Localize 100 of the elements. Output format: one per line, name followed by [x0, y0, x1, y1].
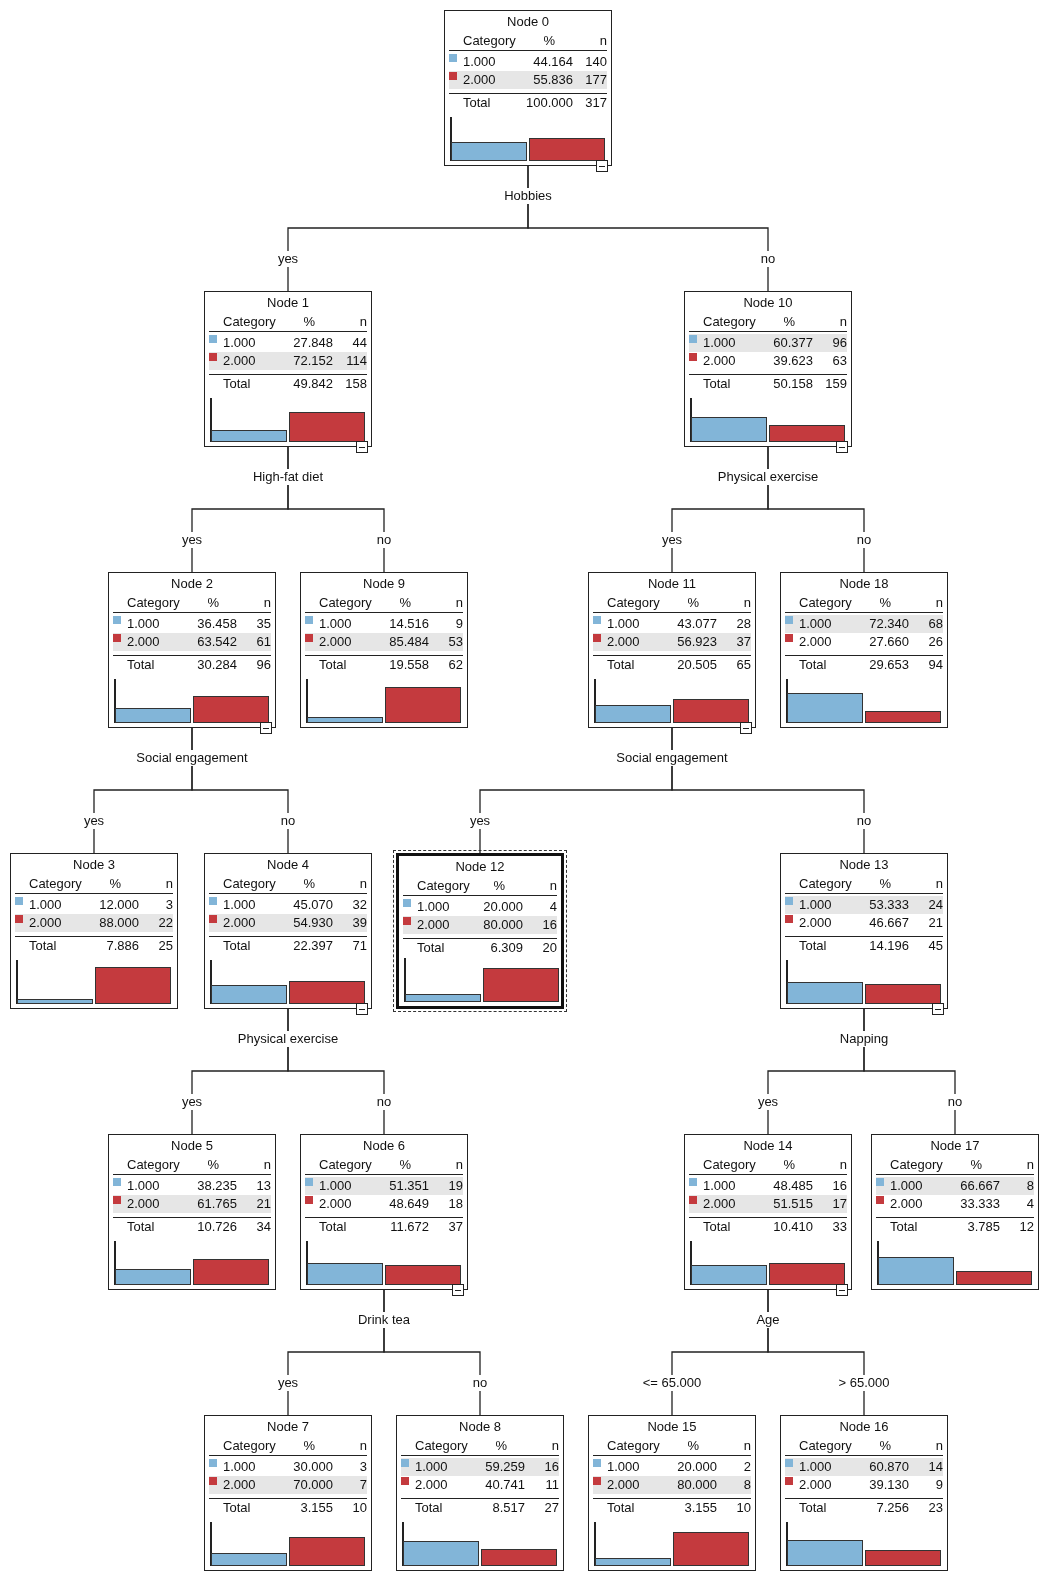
tree-node-box — [10, 853, 178, 1009]
split-variable-label: Social engagement — [614, 750, 730, 766]
percent-value: 80.000 — [677, 1477, 717, 1493]
category-label: 1.000 — [799, 897, 832, 913]
count-value: 68 — [928, 616, 943, 632]
category-label: 1.000 — [415, 1459, 448, 1475]
column-header: n — [359, 1438, 367, 1454]
total-label: Total — [890, 1219, 918, 1235]
total-label: Total — [607, 657, 635, 673]
column-header: n — [743, 1438, 751, 1454]
column-header: % — [687, 1438, 699, 1454]
tree-node-box — [684, 1134, 852, 1290]
count-value: 10 — [352, 1500, 367, 1516]
percent-value: 36.458 — [197, 616, 237, 632]
percent-value: 39.623 — [773, 353, 813, 369]
count-value: 17 — [832, 1196, 847, 1212]
tree-node-box — [444, 10, 612, 166]
count-value: 158 — [345, 376, 367, 392]
edge-label: yes — [755, 1094, 781, 1110]
column-header: Category — [223, 314, 276, 330]
category-label: 2.000 — [463, 72, 496, 88]
column-header: n — [839, 314, 847, 330]
category-label: 1.000 — [127, 1178, 160, 1194]
percent-value: 45.070 — [293, 897, 333, 913]
total-label: Total — [223, 376, 251, 392]
percent-value: 3.155 — [300, 1500, 333, 1516]
column-header: Category — [417, 878, 470, 894]
node-title: Node 7 — [267, 1419, 309, 1434]
total-label: Total — [799, 938, 827, 954]
column-header: % — [495, 1438, 507, 1454]
column-header: % — [879, 595, 891, 611]
count-value: 63 — [832, 353, 847, 369]
total-label: Total — [703, 1219, 731, 1235]
tree-node-box — [684, 291, 852, 447]
count-value: 96 — [832, 335, 847, 351]
count-value: 114 — [346, 353, 367, 369]
percent-value: 43.077 — [677, 616, 717, 632]
column-header: Category — [223, 876, 276, 892]
column-header: n — [263, 595, 271, 611]
count-value: 26 — [928, 634, 943, 650]
connector-line — [527, 165, 769, 292]
category-label: 2.000 — [799, 915, 832, 931]
percent-value: 39.130 — [869, 1477, 909, 1493]
node-title: Node 9 — [363, 576, 405, 591]
count-value: 65 — [736, 657, 751, 673]
node-title: Node 4 — [267, 857, 309, 872]
count-value: 23 — [928, 1500, 943, 1516]
category-label: 1.000 — [890, 1178, 923, 1194]
percent-value: 38.235 — [197, 1178, 237, 1194]
tree-node-box — [396, 1415, 564, 1571]
category-label: 2.000 — [127, 634, 160, 650]
total-label: Total — [223, 938, 251, 954]
count-value: 61 — [256, 634, 271, 650]
count-value: 317 — [585, 95, 607, 111]
count-value: 22 — [158, 915, 173, 931]
count-value: 4 — [549, 899, 557, 915]
category-label: 2.000 — [29, 915, 62, 931]
edge-label: yes — [179, 532, 205, 548]
edge-label: yes — [659, 532, 685, 548]
category-label: 2.000 — [607, 1477, 640, 1493]
category-label: 1.000 — [29, 897, 62, 913]
node-title: Node 14 — [743, 1138, 793, 1153]
percent-value: 3.785 — [967, 1219, 1000, 1235]
total-label: Total — [417, 940, 445, 956]
percent-value: 88.000 — [99, 915, 139, 931]
column-header: Category — [223, 1438, 276, 1454]
column-header: % — [783, 1157, 795, 1173]
node-title: Node 5 — [171, 1138, 213, 1153]
count-value: 39 — [352, 915, 367, 931]
percent-value: 53.333 — [869, 897, 909, 913]
column-header: n — [359, 314, 367, 330]
percent-value: 48.485 — [773, 1178, 813, 1194]
tree-node-box — [871, 1134, 1039, 1290]
column-header: % — [109, 876, 121, 892]
column-header: Category — [415, 1438, 468, 1454]
column-header: % — [399, 595, 411, 611]
column-header: Category — [703, 314, 756, 330]
split-variable-label: Hobbies — [502, 188, 554, 204]
edge-label: > 65.000 — [836, 1375, 892, 1391]
count-value: 34 — [256, 1219, 271, 1235]
category-label: 1.000 — [607, 1459, 640, 1475]
connector-line — [191, 727, 289, 854]
percent-value: 29.653 — [869, 657, 909, 673]
total-label: Total — [319, 657, 347, 673]
edge-label: <= 65.000 — [640, 1375, 704, 1391]
count-value: 9 — [935, 1477, 943, 1493]
tree-node-box — [588, 572, 756, 728]
count-value: 53 — [448, 634, 463, 650]
count-value: 27 — [544, 1500, 559, 1516]
tree-node-box — [108, 1134, 276, 1290]
percent-value: 50.158 — [773, 376, 813, 392]
count-value: 8 — [1026, 1178, 1034, 1194]
edge-label: yes — [467, 813, 493, 829]
percent-value: 7.256 — [876, 1500, 909, 1516]
percent-value: 20.000 — [677, 1459, 717, 1475]
column-header: % — [879, 876, 891, 892]
count-value: 2 — [743, 1459, 751, 1475]
category-label: 1.000 — [417, 899, 450, 915]
node-title: Node 1 — [267, 295, 309, 310]
column-header: n — [599, 33, 607, 49]
